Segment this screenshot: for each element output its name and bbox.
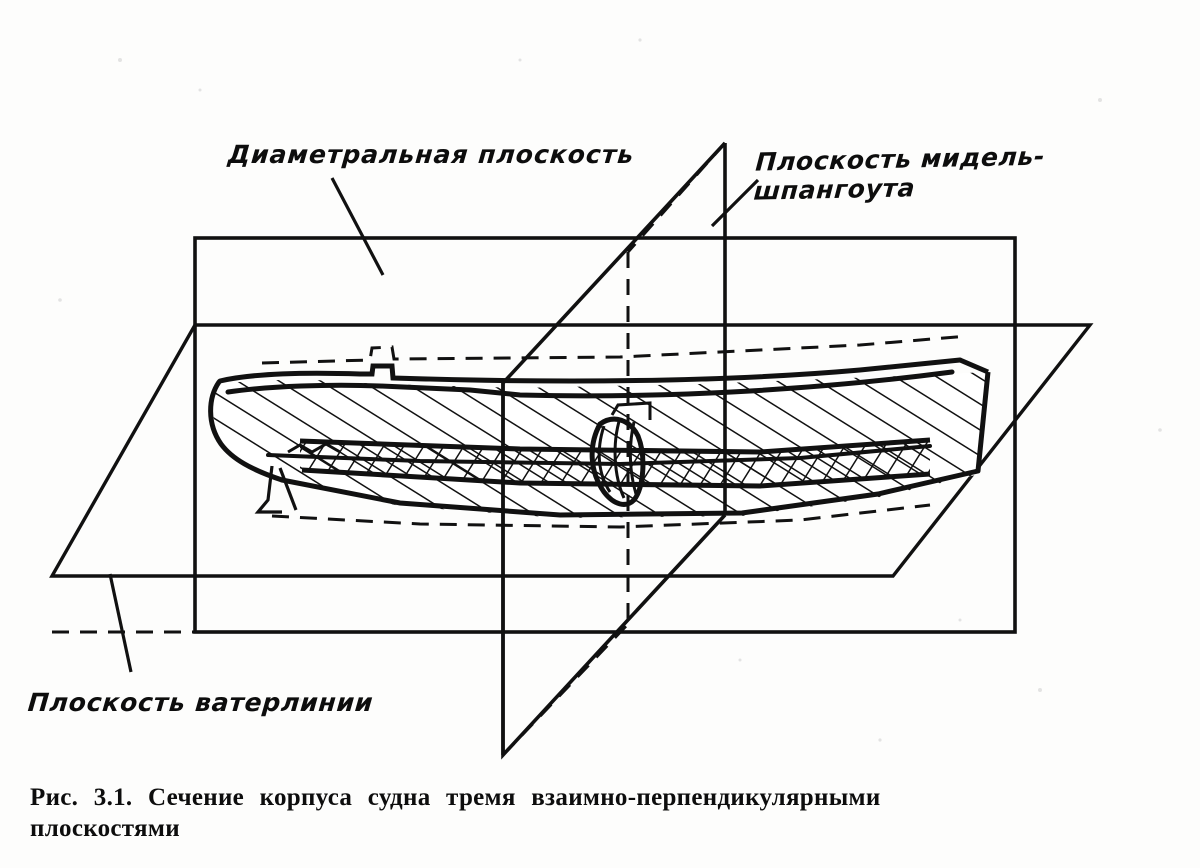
construction-dashed-lines (52, 323, 1090, 634)
leader-lines (108, 177, 760, 673)
caption-line-1: Рис. 3.1. Сечение корпуса судна тремя вз… (30, 784, 881, 811)
label-diametral-plane: Диаметральная плоскость (226, 140, 636, 169)
caption-line-2: плоскостями (30, 815, 180, 842)
label-midship-plane: Плоскость мидель-шпангоута (752, 141, 1047, 206)
ship-hull (208, 357, 991, 518)
figure-caption: Рис. 3.1. Сечение корпуса судна тремя вз… (30, 782, 1180, 844)
midship-plane (501, 141, 727, 760)
diametral-plane (193, 236, 1017, 634)
midship-section-cut (589, 401, 652, 507)
label-waterline-plane: Плоскость ватерлинии (26, 688, 375, 717)
